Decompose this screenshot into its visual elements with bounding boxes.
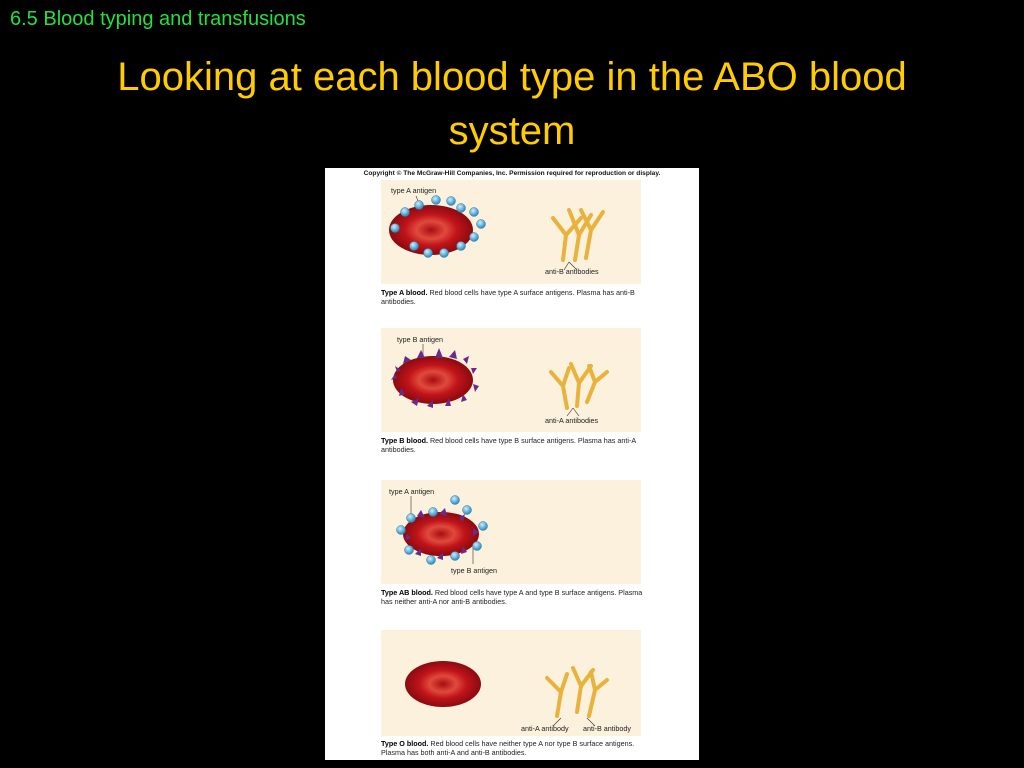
type-a-illustration: [389, 195, 605, 271]
type-b-illustration: [391, 344, 609, 417]
type-a-caption: Type A blood. Red blood cells have type …: [381, 288, 635, 306]
section-header: 6.5 Blood typing and transfusions: [10, 8, 306, 30]
type-ab-illustration: [396, 495, 488, 565]
ab-type-a-antigen-label: type A antigen: [389, 487, 435, 496]
type-o-panel: anti-A antibody anti-B antibody: [381, 630, 641, 736]
type-o-illustration: [405, 661, 609, 727]
type-ab-panel: type A antigen type B antigen: [381, 480, 641, 584]
blood-type-figure: Copyright © The McGraw-Hill Companies, I…: [325, 168, 699, 760]
anti-a-antibody-label: anti-A antibody: [521, 724, 569, 733]
type-b-panel: type B antigen anti-A antibodies: [381, 328, 641, 432]
anti-b-antibody-label: anti-B antibody: [583, 724, 631, 733]
slide-title: Looking at each blood type in the ABO bl…: [117, 55, 907, 153]
ab-type-b-antigen-label: type B antigen: [451, 566, 497, 575]
type-b-antigen-label: type B antigen: [397, 335, 443, 344]
type-b-caption: Type B blood. Red blood cells have type …: [381, 436, 636, 454]
type-o-caption: Type O blood. Red blood cells have neith…: [381, 739, 635, 757]
anti-b-antibodies-label: anti-B antibodies: [545, 267, 599, 276]
type-a-panel: type A antigen anti-B antibodies: [381, 180, 641, 284]
copyright-notice: Copyright © The McGraw-Hill Companies, I…: [363, 170, 661, 177]
type-ab-caption: Type AB blood. Red blood cells have type…: [381, 588, 643, 606]
anti-a-antibodies-label: anti-A antibodies: [545, 416, 599, 425]
type-a-antigen-label: type A antigen: [391, 186, 437, 195]
